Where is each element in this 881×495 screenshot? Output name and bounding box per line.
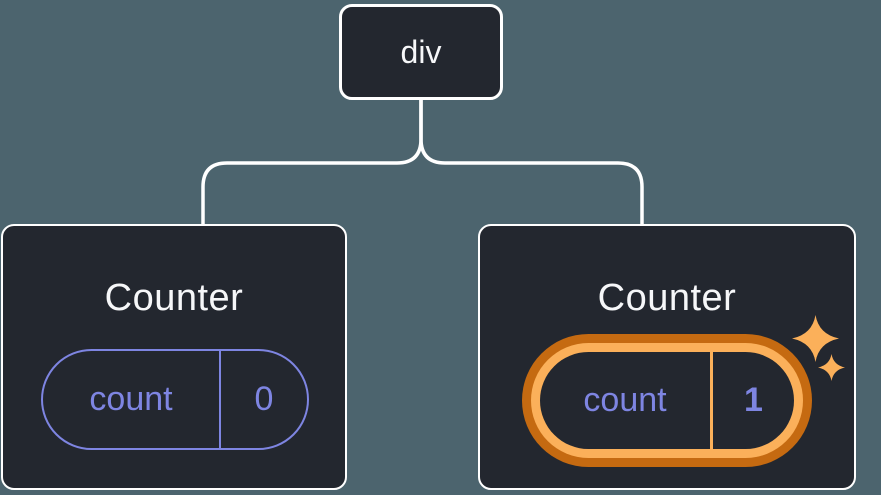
sparkle-icon	[792, 315, 839, 362]
connector-right-branch	[419, 98, 644, 227]
state-pill-highlight-ring: count 1	[522, 334, 812, 467]
counter-card-0: Counter count 0	[1, 224, 347, 490]
sparkle-icon	[818, 354, 845, 381]
state-key-label: count	[89, 380, 173, 418]
root-node-div: div	[339, 4, 503, 100]
state-key-label: count	[583, 381, 667, 419]
state-pill-count-1: count 1	[540, 352, 794, 449]
state-value: 1	[710, 352, 794, 449]
counter-card-1: Counter count 1	[478, 224, 856, 490]
counter-card-0-title: Counter	[104, 277, 244, 319]
state-pill-count-0: count 0	[41, 349, 309, 450]
counter-card-1-title: Counter	[597, 277, 737, 319]
connector-left-branch	[201, 98, 423, 227]
root-node-label: div	[400, 33, 442, 70]
state-pill-highlight-ring-inner: count 1	[531, 343, 803, 458]
state-value: 0	[219, 351, 307, 448]
